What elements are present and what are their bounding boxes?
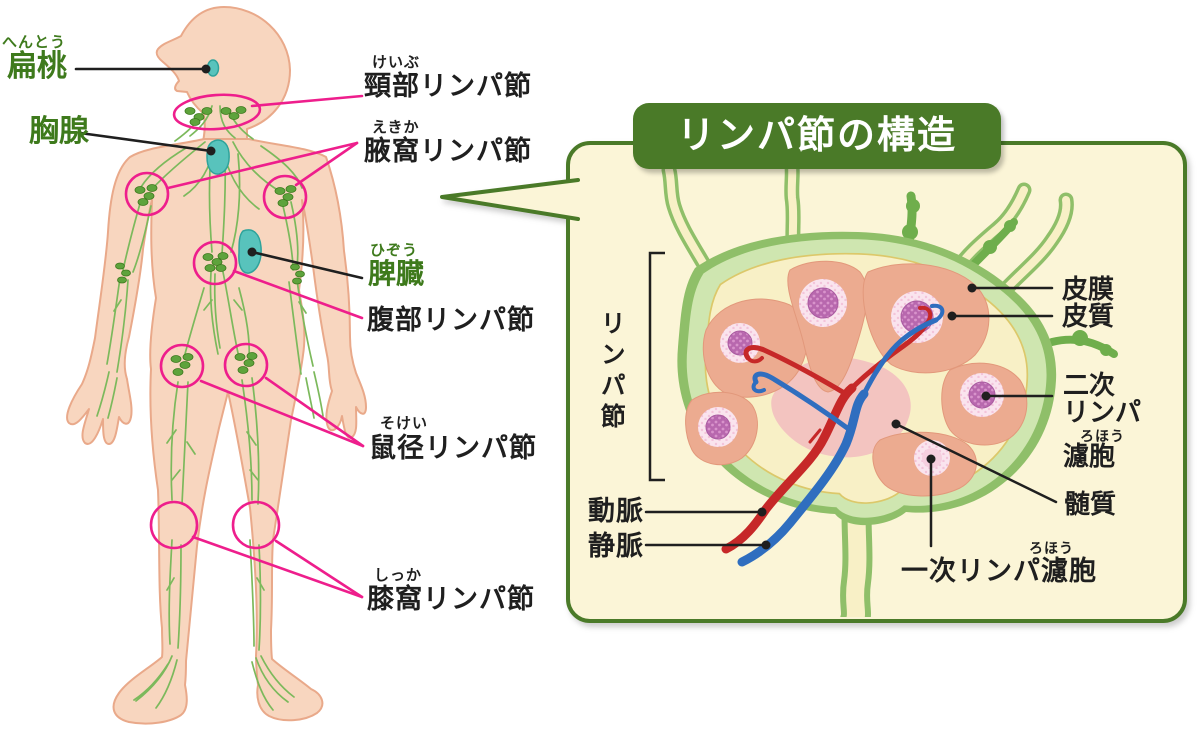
cervical-highlight-ellipse: [172, 93, 262, 131]
spleen-label: 脾臓: [368, 258, 425, 289]
axillary-pointer-right: [294, 141, 359, 187]
cervical-furigana: けいぶ: [372, 54, 421, 71]
axillary-pointer-left: [166, 141, 359, 190]
axillary-left-highlight: [124, 171, 170, 217]
popliteal-right-highlight: [231, 500, 281, 550]
right-leg-vessels: [241, 377, 295, 711]
axillary-right-highlight: [262, 174, 308, 220]
lymph-node-vertical-label: リンパ節: [597, 310, 626, 434]
spleen-pointer: [250, 250, 364, 280]
chest-vessels: [140, 141, 303, 255]
thymus-label: 胸腺: [29, 115, 89, 148]
magenta-pointer-lines: [166, 94, 365, 599]
popliteal-pointer-right: [274, 539, 364, 599]
afferent-lymph-vessels: [661, 158, 1074, 298]
artery-label: 動脈: [588, 496, 644, 526]
abdominal-label: 腹部リンパ節: [367, 305, 535, 335]
inguinal-pointer-right: [264, 376, 365, 448]
highlight-circles: [124, 93, 308, 550]
black-pointer-lines: [74, 67, 364, 280]
right-arm-vessels: [282, 201, 324, 419]
primary-follicle-furigana: ろほう: [1029, 540, 1074, 556]
lymph-node-bracket: [648, 251, 665, 482]
popliteal-label: 膝窩リンパ節: [367, 584, 535, 614]
inguinal-node-cluster: [170, 352, 258, 376]
panel-tail: [440, 178, 580, 221]
secondary-follicle-furigana: ろほう: [1080, 428, 1125, 444]
secondary-follicle-label-line3: 濾胞: [1063, 441, 1116, 471]
secondary-follicle-label-line2: リンパ: [1063, 397, 1142, 427]
panel-pointer-dots: [757, 283, 991, 550]
spleen-furigana: ひぞう: [370, 242, 419, 259]
secondary-follicle-label-line1: 二次: [1063, 370, 1116, 400]
lymph-node-illustration: [661, 158, 1118, 617]
lymph-node-clusters: [115, 106, 305, 376]
body-annotations: [74, 64, 365, 599]
medulla-pointer: [894, 422, 1058, 504]
neck-vessels: [174, 105, 254, 142]
inguinal-furigana: そけい: [380, 415, 429, 432]
body-silhouette: [66, 138, 367, 725]
cervical-label: 頸部リンパ節: [364, 71, 532, 101]
axillary-node-cluster: [134, 184, 297, 207]
abdominal-pointer: [232, 269, 364, 320]
left-arm-vessels: [96, 199, 152, 419]
pointer-dots: [201, 64, 257, 257]
inguinal-label: 鼠径リンパ節: [369, 433, 537, 463]
popliteal-pointer-left: [191, 535, 364, 599]
axillary-furigana: えきか: [372, 119, 420, 136]
cortex-label: 皮質: [1062, 301, 1115, 331]
vein-label: 静脈: [588, 531, 644, 561]
elbow-node-cluster: [115, 262, 305, 285]
thymus-organ: [206, 139, 230, 175]
inguinal-right-highlight: [223, 342, 269, 388]
popliteal-left-highlight: [149, 500, 199, 550]
abdominal-highlight: [192, 240, 238, 286]
medulla-label: 髄質: [1064, 489, 1117, 519]
body-head: [155, 6, 291, 148]
vessel-branches: [113, 299, 307, 591]
inguinal-left-highlight: [159, 343, 205, 389]
human-body-figure: [66, 6, 367, 725]
abdominal-node-cluster: [202, 252, 229, 272]
panel-annotations: [644, 251, 1058, 550]
axillary-label: 腋窩リンパ節: [364, 136, 532, 166]
panel-title: リンパ節の構造: [633, 103, 1001, 169]
thymus-pointer: [78, 131, 213, 153]
tonsil-furigana: へんとう: [2, 34, 67, 51]
cervical-pointer: [250, 94, 364, 108]
left-leg-vessels: [133, 381, 189, 709]
primary-follicle-label: 一次リンパ濾胞: [901, 556, 1097, 586]
popliteal-furigana: しっか: [374, 567, 423, 584]
inguinal-pointer-left: [199, 379, 365, 448]
cervical-node-cluster: [184, 106, 247, 126]
abdomen-vessels: [183, 271, 251, 359]
tonsil-label: 扁桃: [7, 50, 67, 83]
capsule-label: 皮膜: [1062, 274, 1115, 304]
lymph-vessel-network: [96, 105, 324, 711]
beaded-lymph-vessels: [902, 191, 1118, 358]
